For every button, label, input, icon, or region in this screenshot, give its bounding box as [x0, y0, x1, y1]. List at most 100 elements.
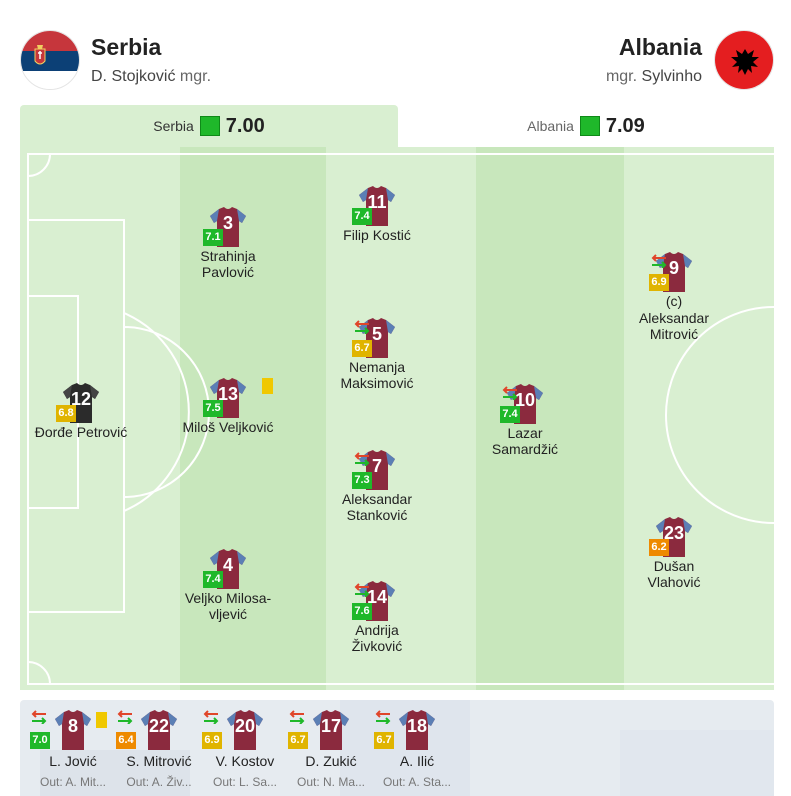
away-manager-prefix: mgr.	[605, 68, 638, 85]
rating-square-icon	[579, 116, 600, 136]
home-manager: D. Stojković mgr.	[91, 68, 211, 86]
tab-albania-rating: 7.09	[605, 114, 645, 137]
player-shirt: 8	[55, 710, 91, 750]
player-rating: 7.6	[352, 603, 372, 620]
serbia-flag-icon	[20, 30, 80, 90]
player-rating: 7.1	[203, 229, 223, 246]
substitutes-bg	[40, 700, 774, 796]
yellow-card-icon	[262, 378, 273, 394]
shirt-number: 8	[67, 716, 78, 736]
substitute-out: Out: A. Živ...	[126, 775, 192, 789]
substitute-name: L. Jović	[49, 753, 97, 769]
player-name: Đorđe Petrović	[34, 424, 128, 440]
shirt-icon	[141, 710, 177, 750]
substitute-name: S. Mitrović	[126, 753, 192, 769]
home-manager-name[interactable]: D. Stojković	[91, 68, 176, 85]
substitute-out: Out: A. Mit...	[39, 775, 107, 789]
substitute-out: Out: A. Sta...	[382, 775, 452, 789]
player-rating: 7.4	[500, 406, 520, 423]
player-name: Aleksandar Mitrović	[638, 310, 710, 342]
shirt-icon	[313, 710, 349, 750]
player-shirt: 17	[313, 710, 349, 750]
home-team-name[interactable]: Serbia	[91, 34, 162, 60]
substitution-icon	[354, 583, 370, 597]
shirt-number: 7	[371, 456, 382, 476]
player-shirt: 22	[141, 710, 177, 750]
player-rating: 7.3	[352, 472, 372, 489]
player-name: Veljko Milosa-vljević	[184, 590, 272, 622]
away-manager: mgr. Sylvinho	[606, 68, 702, 86]
substitute-rating: 6.4	[116, 732, 136, 749]
substitution-icon	[289, 710, 305, 724]
substitute-name: V. Kostov	[215, 753, 275, 769]
away-team-name[interactable]: Albania	[618, 34, 702, 60]
substitution-icon	[375, 710, 391, 724]
captain-mark: (c)	[665, 293, 683, 309]
shirt-number: 9	[668, 258, 679, 278]
shirt-number: 11	[367, 192, 387, 212]
player-rating: 6.7	[352, 340, 372, 357]
tab-serbia[interactable]: Serbia 7.00	[20, 105, 398, 147]
shirt-number: 14	[366, 587, 388, 607]
player-name: Strahinja Pavlović	[200, 248, 256, 280]
substitute-rating: 7.0	[30, 732, 50, 749]
player-shirt: 18	[399, 710, 435, 750]
albania-flag-icon	[714, 30, 774, 90]
player-name: Dušan Vlahović	[647, 558, 701, 590]
rating-square-icon	[199, 116, 220, 136]
shirt-number: 3	[222, 213, 233, 233]
player-rating: 7.4	[352, 208, 372, 225]
tab-albania-label: Albania	[527, 118, 574, 134]
shirt-number: 22	[148, 716, 170, 736]
shirt-number: 13	[217, 384, 239, 404]
substitute-name: A. Ilić	[399, 753, 435, 769]
player-name: Filip Kostić	[343, 227, 411, 243]
player-9[interactable]: 9 (c)Aleksandar Mitrović 6.9	[626, 252, 722, 342]
shirt-number: 18	[406, 716, 428, 736]
shirt-icon	[227, 710, 263, 750]
shirt-number: 5	[371, 324, 382, 344]
tab-albania[interactable]: Albania 7.09	[398, 105, 774, 147]
player-name: Andrija Živković	[351, 622, 403, 654]
match-header: Serbia D. Stojković mgr. Albania mgr. Sy…	[0, 0, 791, 100]
substitution-icon	[117, 710, 133, 724]
substitute-rating: 6.7	[288, 732, 308, 749]
away-manager-name[interactable]: Sylvinho	[641, 68, 702, 85]
home-manager-suffix: mgr.	[179, 68, 212, 85]
player-name: Miloš Veljković	[182, 419, 274, 435]
player-name: Lazar Samardžić	[491, 425, 559, 457]
pitch-lines	[27, 153, 774, 685]
player-rating: 6.2	[649, 539, 669, 556]
shirt-number: 17	[320, 716, 342, 736]
tab-serbia-rating: 7.00	[225, 114, 265, 137]
substitution-icon	[354, 452, 370, 466]
pitch	[20, 147, 774, 690]
shirt-icon	[55, 710, 91, 750]
shirt-number: 4	[222, 555, 233, 575]
shirt-icon	[399, 710, 435, 750]
player-rating: 7.4	[203, 571, 223, 588]
shirt-number: 12	[70, 389, 92, 409]
player-rating: 7.5	[203, 400, 223, 417]
player-rating: 6.9	[649, 274, 669, 291]
shirt-number: 20	[234, 716, 256, 736]
substitution-icon	[354, 320, 370, 334]
player-name: Aleksandar Stanković	[341, 491, 413, 523]
substitute-out: Out: N. Ma...	[296, 775, 365, 789]
